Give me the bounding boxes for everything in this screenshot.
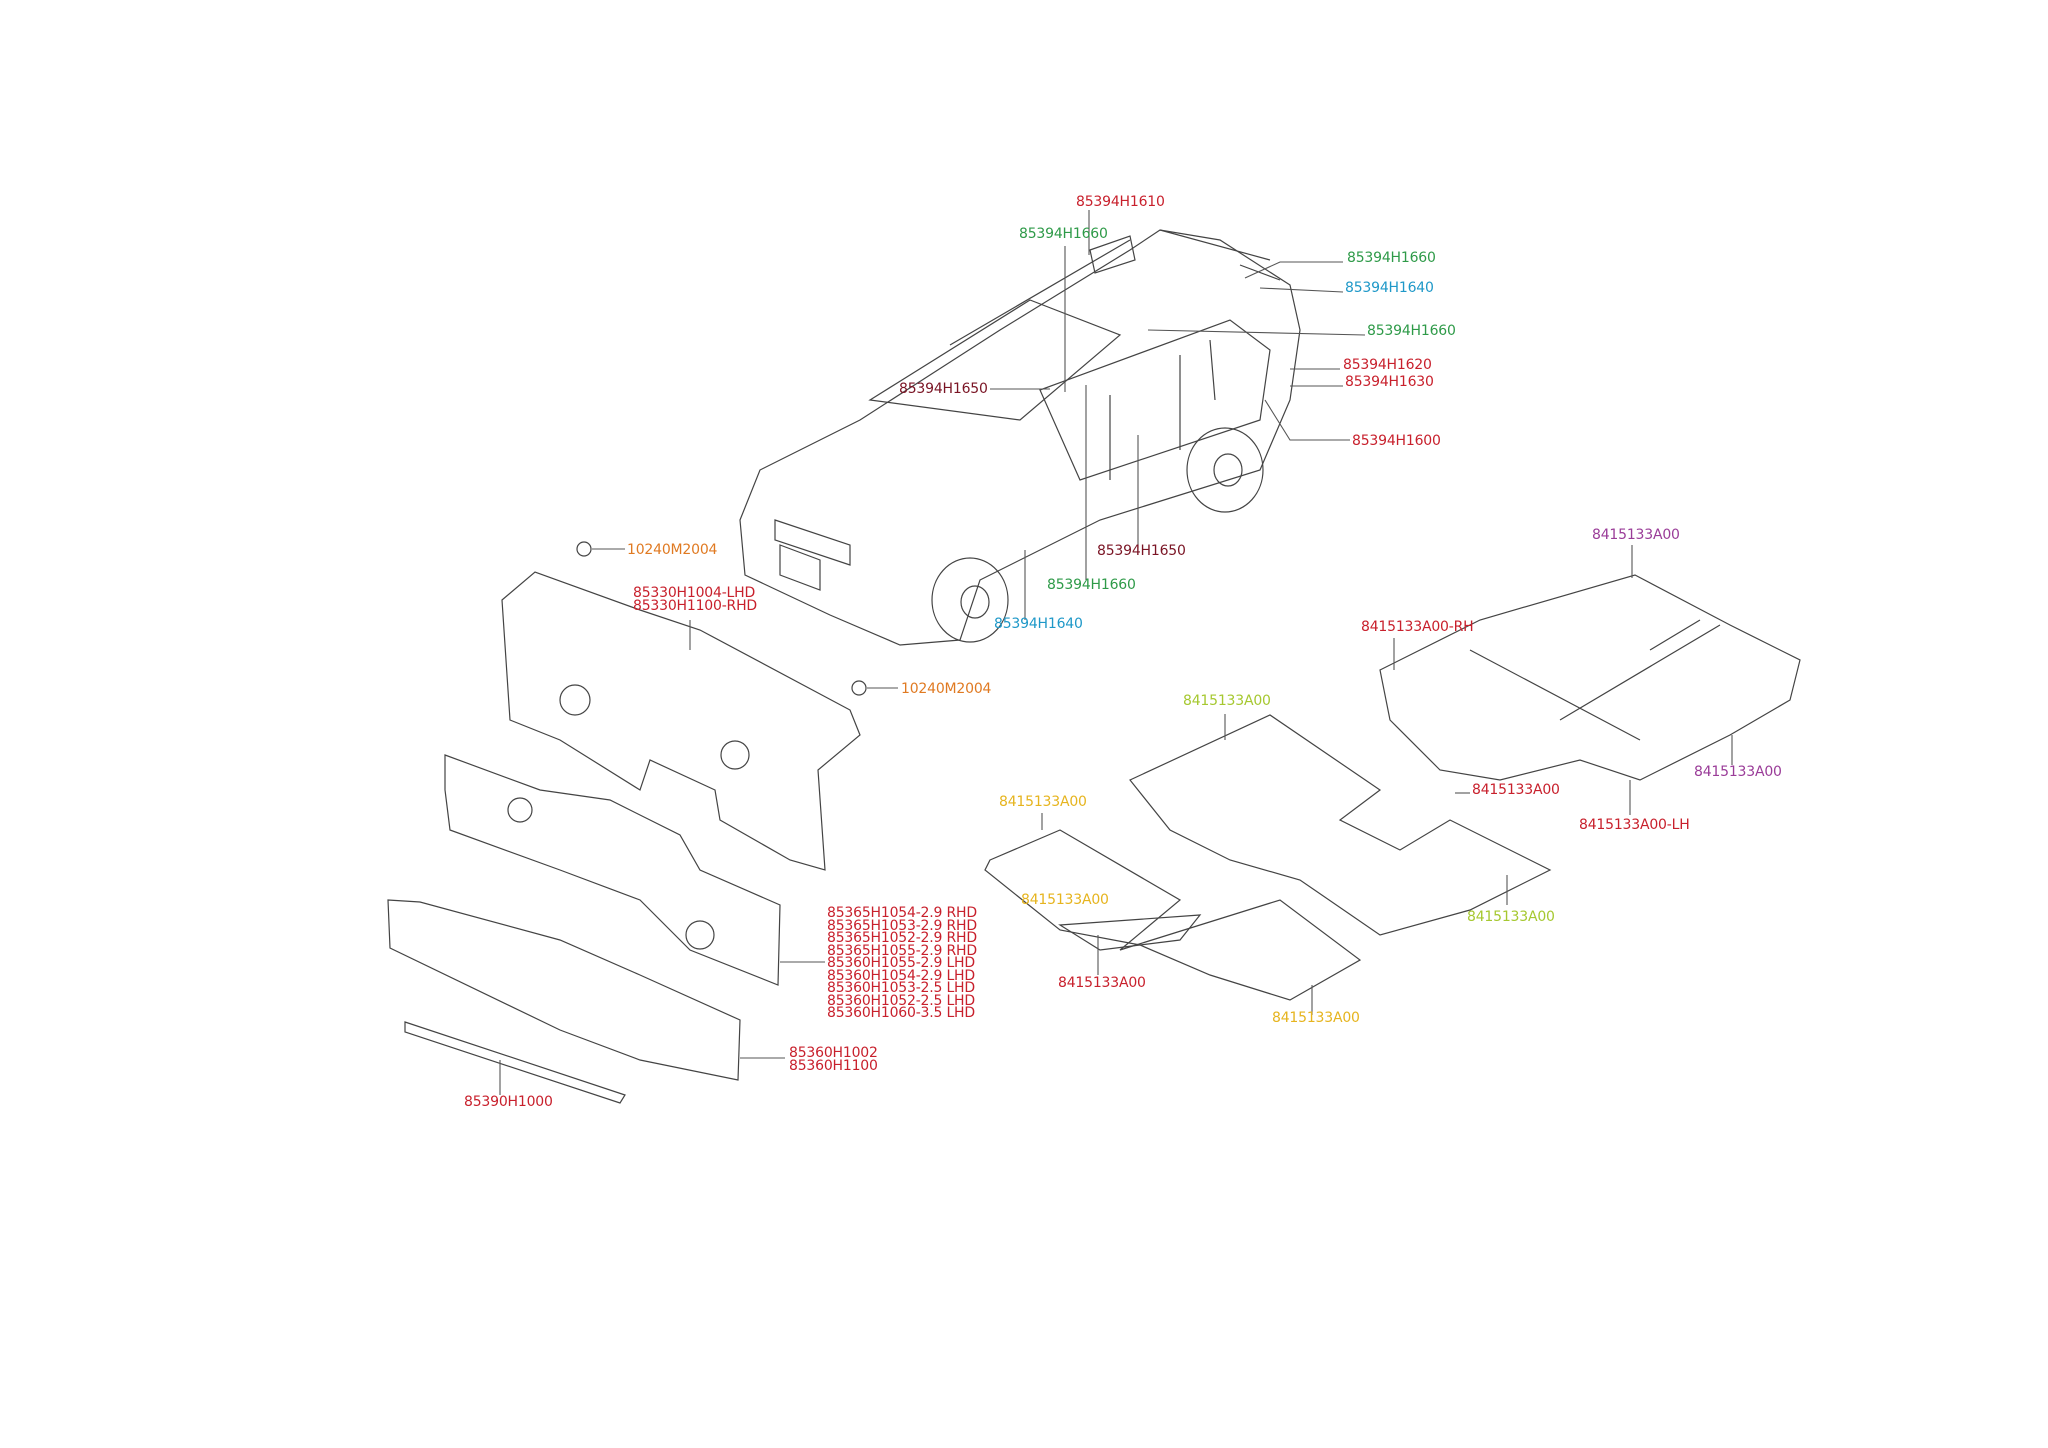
insulator-item: 85360H1055-2.9 LHD xyxy=(827,955,975,971)
part-label-dash-panel[interactable]: 85330H1004-LHD 85330H1100-RHD xyxy=(633,585,757,614)
lower-pad-item: 85360H1100 xyxy=(789,1057,878,1074)
insulator-item: 85365H1055-2.9 RHD xyxy=(827,942,977,959)
part-label-floor-tunnel[interactable]: 8415133A00 xyxy=(1472,782,1560,798)
lower-pad-item: 85360H1002 xyxy=(789,1045,878,1061)
part-label-85394H1660-a-pillar[interactable]: 85394H1660 xyxy=(1019,226,1108,242)
part-label-strip[interactable]: 85390H1000 xyxy=(464,1094,553,1110)
dash-panel-rhd: 85330H1100-RHD xyxy=(633,597,757,614)
part-label-85394H1640-sill[interactable]: 85394H1640 xyxy=(994,616,1083,632)
part-label-floor-rear-top[interactable]: 8415133A00 xyxy=(1592,527,1680,543)
vehicle-drawing xyxy=(739,229,1301,646)
part-label-lower-pad[interactable]: 85360H1002 85360H1100 xyxy=(789,1045,878,1074)
part-label-floor-front-left-lower[interactable]: 8415133A00 xyxy=(1021,892,1109,908)
part-label-floor-front-bottom[interactable]: 8415133A00 xyxy=(1272,1010,1360,1026)
insulator-item: 85360H1054-2.9 LHD xyxy=(827,967,975,984)
part-label-85394H1660-rear-side[interactable]: 85394H1660 xyxy=(1367,323,1456,339)
part-label-85394H1640-rear-roof[interactable]: 85394H1640 xyxy=(1345,280,1434,296)
part-label-floor-front-tunnel[interactable]: 8415133A00 xyxy=(1058,975,1146,991)
floor-mats-drawing xyxy=(984,545,1801,1015)
part-label-floor-rear-right[interactable]: 8415133A00 xyxy=(1694,764,1782,780)
part-label-85394H1650-windshield[interactable]: 85394H1650 xyxy=(899,381,988,397)
part-label-85394H1600[interactable]: 85394H1600 xyxy=(1352,433,1441,449)
insulator-item: 85360H1053-2.5 LHD xyxy=(827,980,975,996)
part-label-85394H1650-door[interactable]: 85394H1650 xyxy=(1097,543,1186,559)
dash-panel-drawing xyxy=(387,541,898,1104)
dash-panel-lhd: 85330H1004-LHD xyxy=(633,585,756,601)
insulator-item: 85365H1054-2.9 RHD xyxy=(827,905,977,921)
vehicle-leader-lines xyxy=(990,210,1366,620)
part-label-floor-rear-lh[interactable]: 8415133A00-LH xyxy=(1579,817,1690,833)
part-label-85394H1630[interactable]: 85394H1630 xyxy=(1345,374,1434,390)
insulator-item: 85365H1052-2.9 RHD xyxy=(827,930,977,946)
part-label-nut-right[interactable]: 10240M2004 xyxy=(901,681,992,697)
part-label-insulator-list[interactable]: 85365H1054-2.9 RHD 85365H1053-2.9 RHD 85… xyxy=(827,905,977,1021)
part-label-floor-mid-lower[interactable]: 8415133A00 xyxy=(1467,909,1555,925)
part-label-85394H1620[interactable]: 85394H1620 xyxy=(1343,357,1432,373)
part-label-floor-front-left[interactable]: 8415133A00 xyxy=(999,794,1087,810)
part-label-85394H1660-b-pillar[interactable]: 85394H1660 xyxy=(1047,577,1136,593)
insulator-item: 85360H1052-2.5 LHD xyxy=(827,992,975,1009)
part-label-nut-top[interactable]: 10240M2004 xyxy=(627,542,718,558)
part-label-floor-mid-upper[interactable]: 8415133A00 xyxy=(1183,693,1271,709)
insulator-item: 85360H1060-3.5 LHD xyxy=(827,1005,975,1021)
part-label-floor-rear-rh[interactable]: 8415133A00-RH xyxy=(1361,619,1474,635)
part-label-85394H1610[interactable]: 85394H1610 xyxy=(1076,194,1165,210)
part-label-85394H1660-rear-roof[interactable]: 85394H1660 xyxy=(1347,250,1436,266)
insulator-item: 85365H1053-2.9 RHD xyxy=(827,917,977,934)
